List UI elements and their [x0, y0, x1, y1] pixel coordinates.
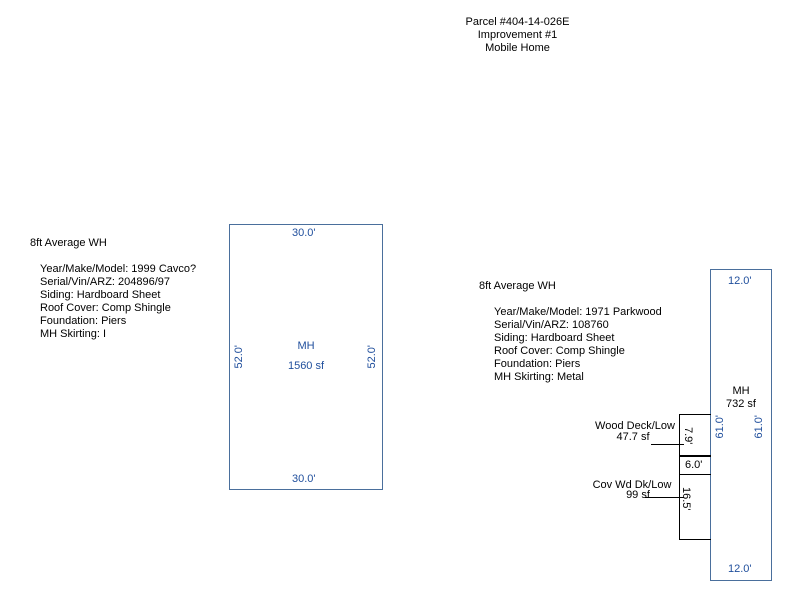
wh2-info: 8ft Average WH Year/Make/Model: 1971 Par… [479, 280, 662, 384]
mh2-left-dimension: 61.0' [714, 415, 726, 439]
wood-deck-outline [679, 414, 711, 456]
wh1-serial: Serial/Vin/ARZ: 204896/97 [40, 276, 171, 288]
wh2-serial: Serial/Vin/ARZ: 108760 [494, 319, 609, 331]
wh1-foundation: Foundation: Piers [40, 315, 127, 327]
improvement-number: Improvement #1 [477, 29, 558, 41]
cov-deck-area: 99 sf [626, 489, 650, 501]
mh1-bottom-dimension: 30.0' [292, 473, 316, 485]
mh1-label: MH [297, 340, 315, 352]
parcel-number: Parcel #404-14-026E [465, 16, 570, 28]
wood-deck-side-dimension: 7.9' [682, 427, 694, 445]
mh2-bottom-dimension: 12.0' [728, 563, 752, 575]
sketch-header: Parcel #404-14-026E Improvement #1 Mobil… [400, 16, 635, 55]
wh1-info: 8ft Average WH Year/Make/Model: 1999 Cav… [30, 237, 196, 341]
mh2-top-dimension: 12.0' [728, 275, 752, 287]
mh2-outline [710, 269, 772, 581]
wh1-roof-cover: Roof Cover: Comp Shingle [40, 302, 171, 314]
wh1-title: 8ft Average WH [30, 237, 107, 249]
wood-deck-area: 47.7 sf [616, 431, 650, 443]
wh1-year-make-model: Year/Make/Model: 1999 Cavco? [40, 263, 197, 275]
cov-deck-side-dimension: 16.5' [680, 487, 692, 511]
mh1-right-dimension: 52.0' [366, 345, 378, 369]
mh1-top-dimension: 30.0' [292, 227, 316, 239]
cov-deck-outline [679, 456, 711, 540]
mh1-outline [229, 224, 383, 490]
wh2-title: 8ft Average WH [479, 280, 556, 292]
cov-deck-leader-line [645, 497, 684, 498]
wh1-skirting: MH Skirting: I [40, 328, 107, 340]
wh2-roof-cover: Roof Cover: Comp Shingle [494, 345, 625, 357]
mh1-left-dimension: 52.0' [233, 345, 245, 369]
wood-deck-label: Wood Deck/Low [595, 420, 675, 432]
wh2-skirting: MH Skirting: Metal [494, 371, 584, 383]
mh2-area: 732 sf [726, 398, 756, 410]
mh1-area: 1560 sf [287, 360, 325, 372]
mh2-right-dimension: 61.0' [753, 415, 765, 439]
wh2-year-make-model: Year/Make/Model: 1971 Parkwood [494, 306, 662, 318]
wh2-siding: Siding: Hardboard Sheet [494, 332, 615, 344]
wood-deck-leader-line [651, 444, 684, 445]
deck-width-dimension: 6.0' [685, 459, 703, 471]
improvement-type: Mobile Home [485, 42, 550, 54]
wh2-foundation: Foundation: Piers [494, 358, 581, 370]
mh2-label: MH [732, 385, 750, 397]
cov-deck-label: Cov Wd Dk/Low [592, 479, 672, 491]
wh1-siding: Siding: Hardboard Sheet [40, 289, 161, 301]
deck-width-line [679, 474, 711, 475]
